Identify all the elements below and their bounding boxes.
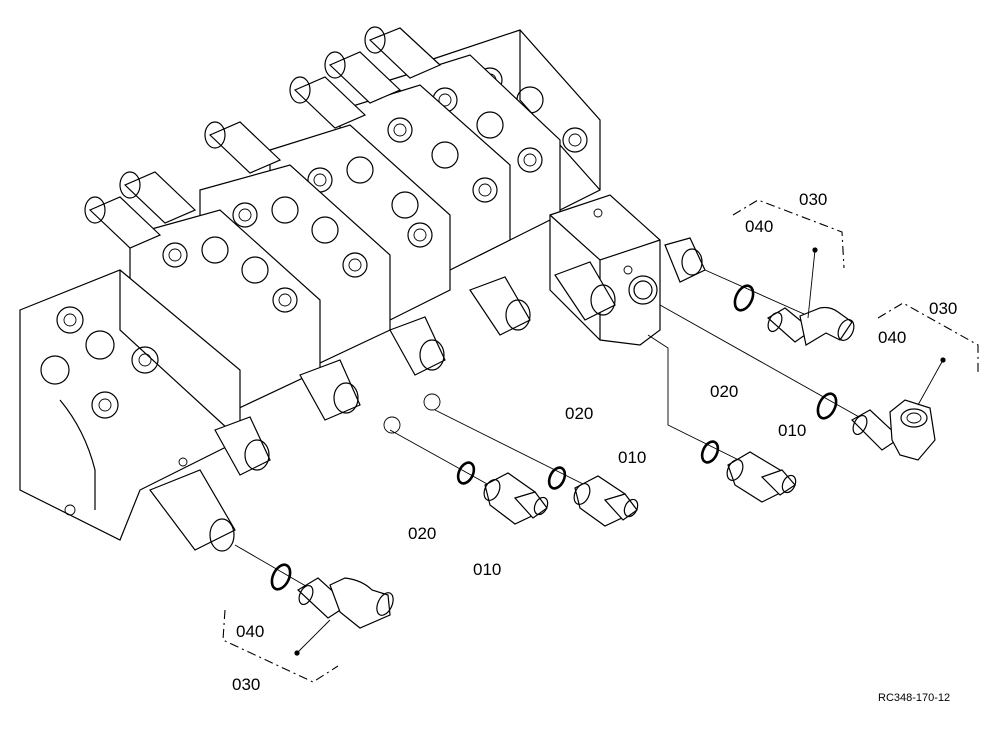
o-ring-040-upper bbox=[733, 284, 755, 312]
reference-code: RC348-170-12 bbox=[878, 692, 950, 704]
o-ring-040-right bbox=[816, 392, 838, 420]
bracket-lower bbox=[222, 609, 339, 683]
spool-caps bbox=[84, 26, 442, 249]
callout-040-right: 040 bbox=[878, 328, 906, 347]
elbow-fitting-lower bbox=[297, 577, 394, 629]
callout-040-lower: 040 bbox=[236, 622, 264, 641]
adapter-fitting-mid bbox=[483, 472, 549, 525]
o-ring-020-right bbox=[700, 440, 720, 464]
elbow-fitting-right bbox=[851, 399, 936, 461]
callout-020-center: 020 bbox=[565, 404, 593, 423]
bracket-right bbox=[877, 302, 979, 372]
callout-030-right: 030 bbox=[929, 299, 957, 318]
outlet-end-block bbox=[549, 194, 661, 346]
callout-030-upper: 030 bbox=[799, 190, 827, 209]
callout-010-right: 010 bbox=[778, 421, 806, 440]
callout-leaders bbox=[294, 247, 946, 656]
valve-inlet-section bbox=[19, 269, 241, 541]
callout-040-upper: 040 bbox=[745, 217, 773, 236]
control-valve-body bbox=[19, 26, 706, 552]
group-brackets bbox=[222, 199, 979, 683]
callout-010-mid: 010 bbox=[473, 560, 501, 579]
callout-030-lower: 030 bbox=[232, 675, 260, 694]
o-ring-040-lower bbox=[270, 563, 292, 591]
o-ring-020-mid bbox=[456, 461, 476, 485]
elbow-fitting-upper bbox=[766, 306, 855, 346]
adapter-fitting-center bbox=[573, 475, 639, 527]
adapter-fitting-right bbox=[726, 451, 797, 503]
o-rings bbox=[270, 284, 838, 591]
callout-020-right: 020 bbox=[710, 382, 738, 401]
callout-020-mid: 020 bbox=[408, 524, 436, 543]
o-ring-020-center bbox=[547, 466, 567, 490]
callout-010-center: 010 bbox=[618, 448, 646, 467]
bracket-upper bbox=[732, 199, 845, 269]
callout-labels: 030 040 030 040 020 010 020 010 020 010 … bbox=[232, 190, 957, 694]
body-port-bosses bbox=[149, 237, 706, 552]
